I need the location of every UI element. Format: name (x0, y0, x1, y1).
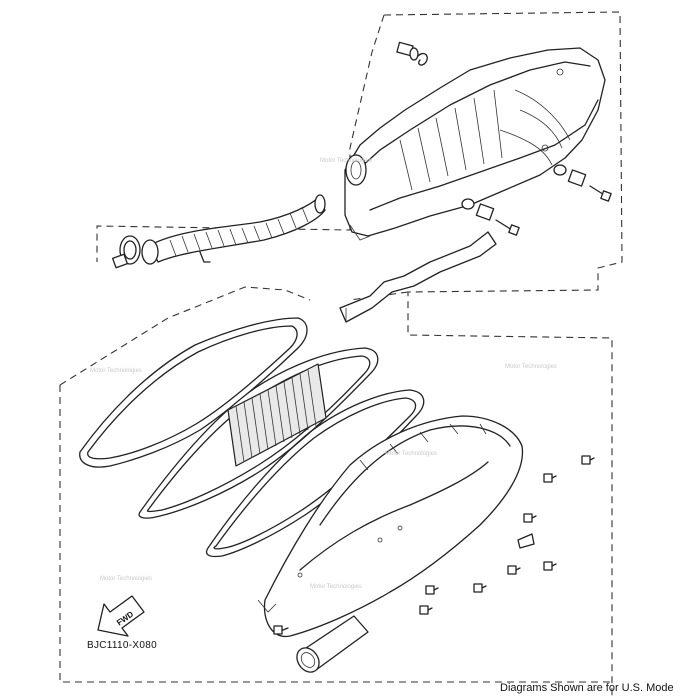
part-code-label: BJC1110-X080 (87, 640, 157, 651)
drain-tube (296, 615, 369, 673)
svg-text:Motor Technologies: Motor Technologies (385, 451, 437, 457)
svg-text:Motor Technologies: Motor Technologies (90, 368, 142, 374)
seal-gasket-rear (205, 389, 425, 558)
svg-text:Motor Technologies: Motor Technologies (100, 576, 152, 582)
watermark-marks: Motor Technologies Motor Technologies Mo… (90, 158, 557, 590)
svg-text:Motor Technologies: Motor Technologies (310, 584, 362, 590)
intake-joint-hose (141, 194, 326, 265)
case-screws-lower (273, 455, 595, 635)
breather-fitting (396, 41, 428, 66)
air-filter-element (138, 347, 379, 519)
svg-text:Motor Technologies: Motor Technologies (505, 364, 557, 370)
footer-note: Diagrams Shown are for U.S. Mode (500, 682, 674, 694)
sponge-strip (339, 231, 497, 323)
seal-gasket-front (79, 317, 308, 468)
air-cleaner-case-lower (257, 415, 524, 638)
air-cleaner-case-upper (344, 47, 606, 241)
case-bolts-right (461, 164, 612, 236)
svg-text:Motor Technologies: Motor Technologies (320, 158, 372, 164)
fwd-arrow-icon (97, 595, 145, 637)
hose-clamp (112, 235, 141, 269)
